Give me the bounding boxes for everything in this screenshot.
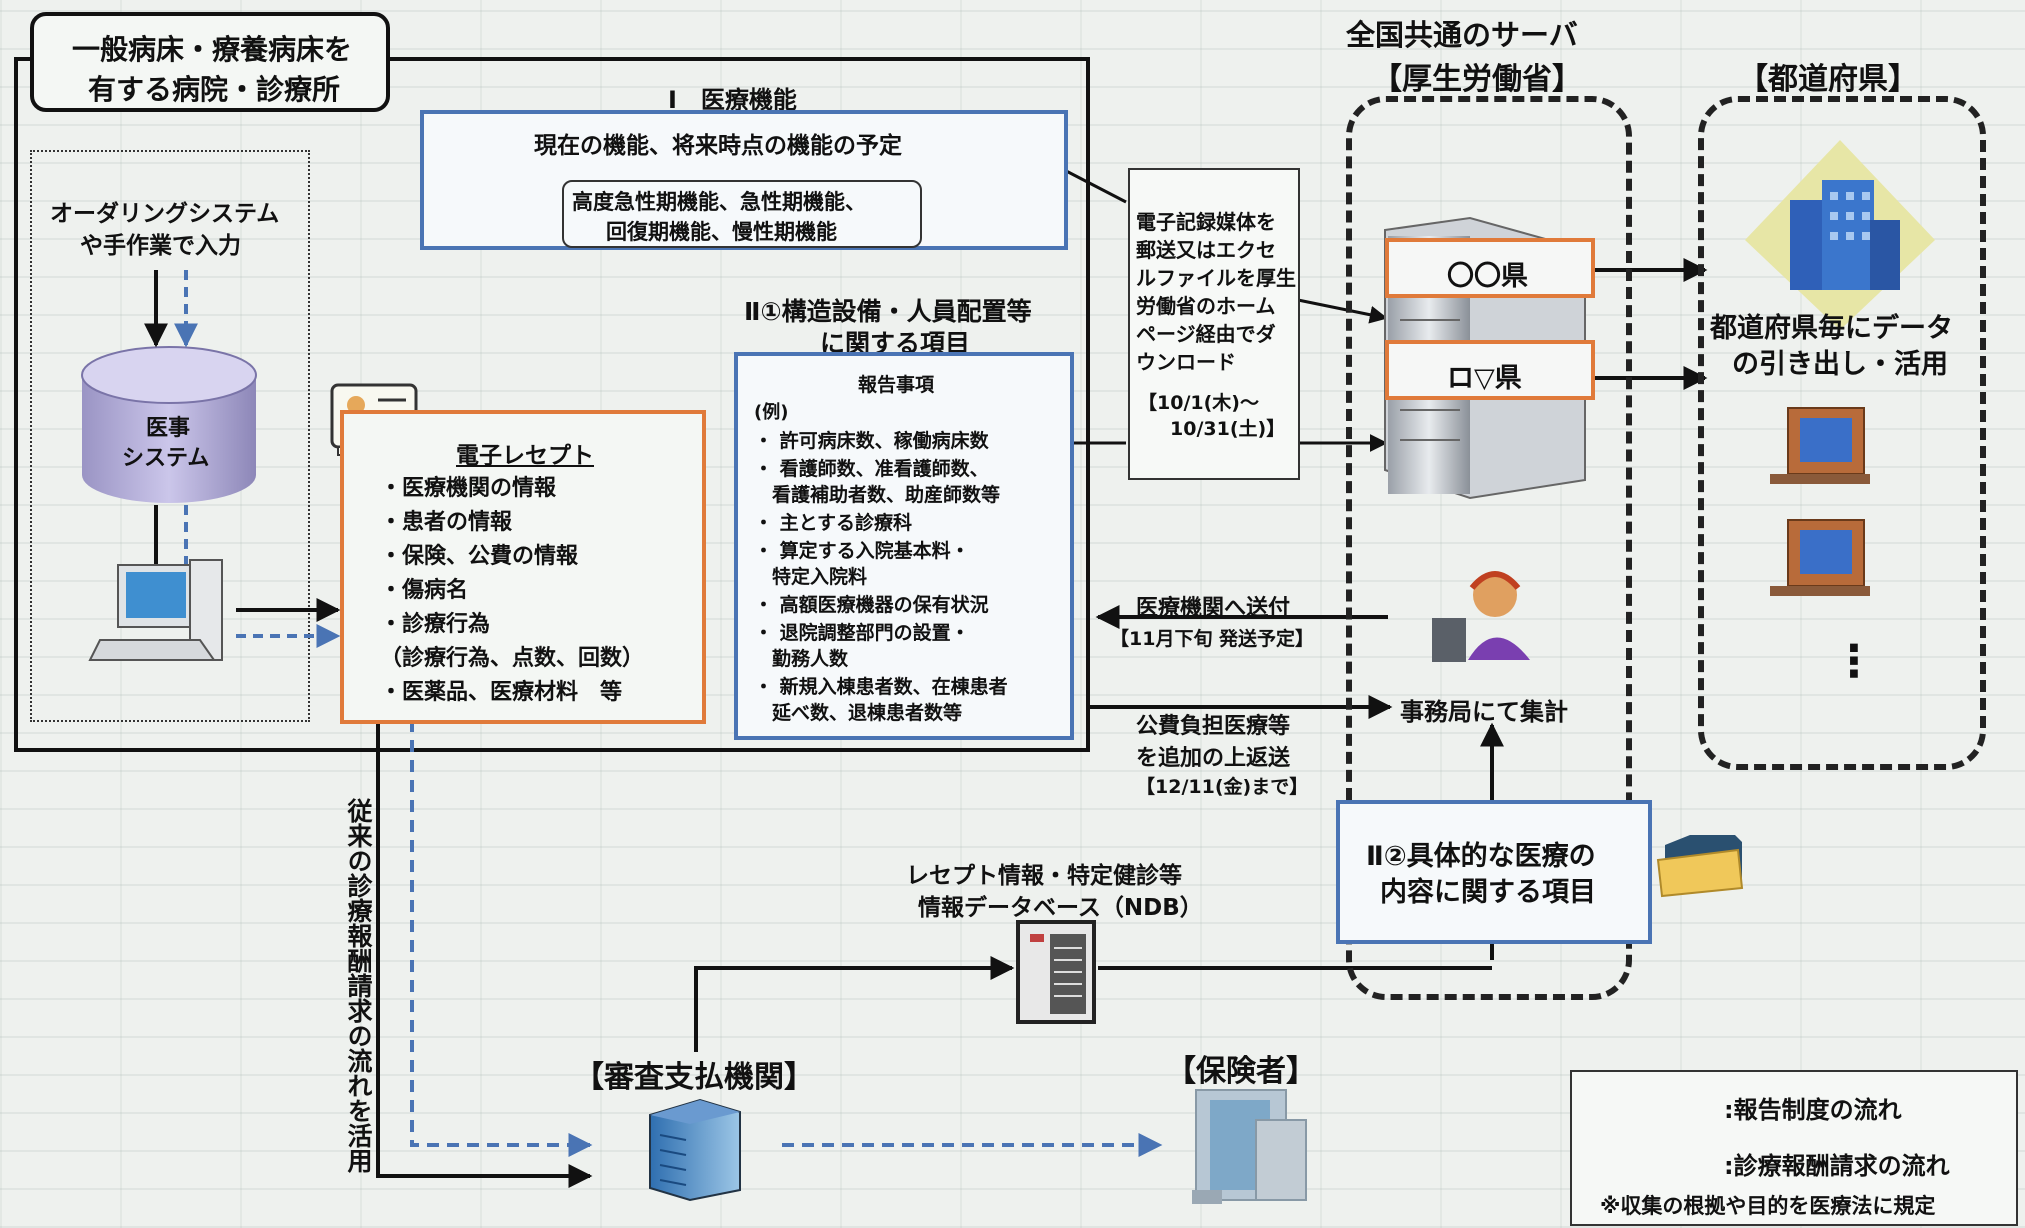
secretariat-label: 事務局にて集計 bbox=[1400, 698, 1568, 726]
insurer-label: 【保険者】 bbox=[1166, 1054, 1316, 1089]
arrow-receipt-reviewer-claims bbox=[410, 720, 593, 1157]
electronic-receipt-box: 電子レセプト ・医療機関の情報 ・患者の情報 ・保険、公費の情報 ・傷病名 ・診… bbox=[340, 410, 706, 724]
section2-2-box: Ⅱ②具体的な医療の 内容に関する項目 bbox=[1336, 800, 1652, 944]
section2-1-item: ・ 看護師数、准看護師数、 bbox=[754, 458, 989, 480]
prefecture-region bbox=[1698, 96, 1986, 770]
receipt-item: ・医薬品、医療材料 等 bbox=[380, 680, 623, 705]
reviewer-building-icon bbox=[649, 1098, 741, 1202]
ndb-server-icon bbox=[1016, 920, 1096, 1024]
prefecture-more: ⋮ bbox=[1832, 636, 1876, 687]
section2-1-header: 報告事項 bbox=[858, 374, 935, 396]
pref1-box: 〇〇県 bbox=[1385, 238, 1595, 298]
return-date-label: 【12/11(金)まで】 bbox=[1136, 776, 1309, 798]
section2-2-line1: Ⅱ②具体的な医療の bbox=[1366, 841, 1596, 872]
section2-1-item: ・ 退院調整部門の設置・ bbox=[754, 622, 970, 644]
section2-1-box: 報告事項 (例) ・ 許可病床数、稼働病床数 ・ 看護師数、准看護師数、 看護補… bbox=[734, 352, 1074, 740]
mail-note-period-line2: 10/31(土)】 bbox=[1170, 418, 1286, 440]
hospital-title-line2: 有する病院・診療所 bbox=[88, 73, 341, 106]
section2-1-item: ・ 主とする診療科 bbox=[754, 512, 913, 534]
reviewer-label: 【審査支払機関】 bbox=[574, 1060, 814, 1095]
mail-note-box: 電子記録媒体を 郵送又はエクセ ルファイルを厚生 労働省のホーム ページ経由でダ… bbox=[1128, 168, 1300, 480]
ordering-text-line1: オーダリングシステム bbox=[50, 201, 280, 227]
ordering-region bbox=[30, 150, 310, 722]
section2-1-item: ・ 許可病床数、稼働病床数 bbox=[754, 430, 989, 452]
mail-note-period-line1: 【10/1(木)～ bbox=[1138, 392, 1259, 414]
legend-box: :報告制度の流れ :診療報酬請求の流れ ※収集の根拠や目的を医療法に規定 bbox=[1570, 1070, 2018, 1226]
mail-note-line: ウンロード bbox=[1136, 350, 1236, 374]
receipt-item: ・傷病名 bbox=[380, 578, 469, 603]
section2-1-item: ・ 算定する入院基本料・ bbox=[754, 540, 970, 562]
prefecture-desc-line2: の引き出し・活用 bbox=[1732, 349, 1948, 380]
hospital-frame bbox=[14, 57, 1090, 752]
hospital-title-line1: 一般病床・療養病床を bbox=[72, 33, 353, 66]
folder-icon bbox=[1656, 835, 1744, 898]
return-note-line2: を追加の上返送 bbox=[1136, 746, 1291, 771]
arrow-receipt-reviewer bbox=[376, 720, 593, 1188]
arrow-mail-server bbox=[1297, 298, 1388, 324]
receipt-item: ・医療機関の情報 bbox=[380, 476, 557, 501]
receipt-item: ・患者の情報 bbox=[380, 510, 513, 535]
mail-note-line: ルファイルを厚生 bbox=[1136, 266, 1296, 290]
medical-system-label-line1: 医事 bbox=[146, 416, 191, 441]
section2-1-title-line1: Ⅱ①構造設備・人員配置等 bbox=[744, 297, 1032, 326]
prefecture-desc-line1: 都道府県毎にデータ bbox=[1710, 313, 1953, 344]
section2-1-item: 特定入院料 bbox=[772, 566, 868, 588]
pref2-box: ロ▽県 bbox=[1385, 340, 1595, 400]
ordering-text-line2: や手作業で入力 bbox=[80, 233, 241, 259]
legend-claims-label: :診療報酬請求の流れ bbox=[1724, 1152, 1950, 1180]
section2-1-item: ・ 新規入棟患者数、在棟患者 bbox=[754, 676, 1008, 698]
ndb-label-line1: レセプト情報・特定健診等 bbox=[906, 863, 1182, 889]
mail-note-line: 労働省のホーム bbox=[1136, 294, 1276, 318]
legend-report-label: :報告制度の流れ bbox=[1724, 1096, 1902, 1124]
legend-footnote: ※収集の根拠や目的を医療法に規定 bbox=[1600, 1194, 1936, 1218]
section2-1-item: 看護補助者数、助産師数等 bbox=[772, 484, 1001, 506]
receipt-item: ・保険、公費の情報 bbox=[380, 544, 579, 569]
mail-note-line: 郵送又はエクセ bbox=[1136, 238, 1276, 262]
section1-note: 現在の機能、将来時点の機能の予定 高度急性期機能、急性期機能、 回復期機能、慢性… bbox=[420, 110, 1068, 250]
pref1-label: 〇〇県 bbox=[1447, 261, 1528, 292]
section1-functions-line2: 回復期機能、慢性期機能 bbox=[606, 220, 837, 244]
mail-note-line: 電子記録媒体を bbox=[1136, 210, 1276, 234]
ndb-label-line2: 情報データベース（NDB） bbox=[918, 895, 1203, 921]
section1-functions-box: 高度急性期機能、急性期機能、 回復期機能、慢性期機能 bbox=[562, 180, 922, 248]
receipt-item: ・診療行為 bbox=[380, 612, 491, 637]
section2-1-item: 延べ数、退棟患者数等 bbox=[772, 702, 963, 724]
server-title-line2: 【厚生労働省】 bbox=[1372, 62, 1582, 97]
receipt-item: （診療行為、点数、回数） bbox=[380, 646, 645, 671]
operator-icon bbox=[1432, 571, 1530, 662]
section2-2-line2: 内容に関する項目 bbox=[1380, 877, 1596, 908]
pref-computer-icon bbox=[1770, 519, 1870, 596]
mail-note-line: ページ経由でダ bbox=[1136, 322, 1276, 346]
computer-icon bbox=[88, 559, 223, 661]
prefecture-title: 【都道府県】 bbox=[1738, 62, 1918, 97]
medical-system-label-line2: システム bbox=[122, 446, 210, 471]
insurer-building-icon bbox=[1192, 1089, 1307, 1204]
prefecture-building-icon bbox=[1745, 140, 1935, 330]
hospital-title-box: 一般病床・療養病床を 有する病院・診療所 bbox=[30, 12, 390, 112]
arrow-reviewer-ndb bbox=[694, 956, 1015, 1052]
server-title-line1: 全国共通のサーバ bbox=[1346, 18, 1578, 52]
section1-note-text: 現在の機能、将来時点の機能の予定 bbox=[534, 133, 902, 159]
pref-computer-icon bbox=[1770, 407, 1870, 484]
section2-1-example: (例) bbox=[754, 402, 789, 423]
receipt-title: 電子レセプト bbox=[456, 443, 594, 469]
return-note-line1: 公費負担医療等 bbox=[1136, 714, 1291, 739]
database-cylinder-icon bbox=[81, 346, 257, 503]
section1-functions-line1: 高度急性期機能、急性期機能、 bbox=[572, 190, 866, 214]
vertical-note: 従来の診療報酬請求の流れを活用 bbox=[344, 798, 373, 1173]
send-date-label: 【11月下旬 発送予定】 bbox=[1110, 628, 1315, 650]
send-to-hospital-label: 医療機関へ送付 bbox=[1136, 596, 1291, 621]
section2-1-item: ・ 高額医療機器の保有状況 bbox=[754, 594, 989, 616]
pref2-label: ロ▽県 bbox=[1447, 363, 1522, 394]
section2-1-item: 勤務人数 bbox=[772, 648, 849, 670]
server-region bbox=[1346, 96, 1632, 1000]
section1-title: Ⅰ 医療機能 bbox=[668, 86, 797, 114]
